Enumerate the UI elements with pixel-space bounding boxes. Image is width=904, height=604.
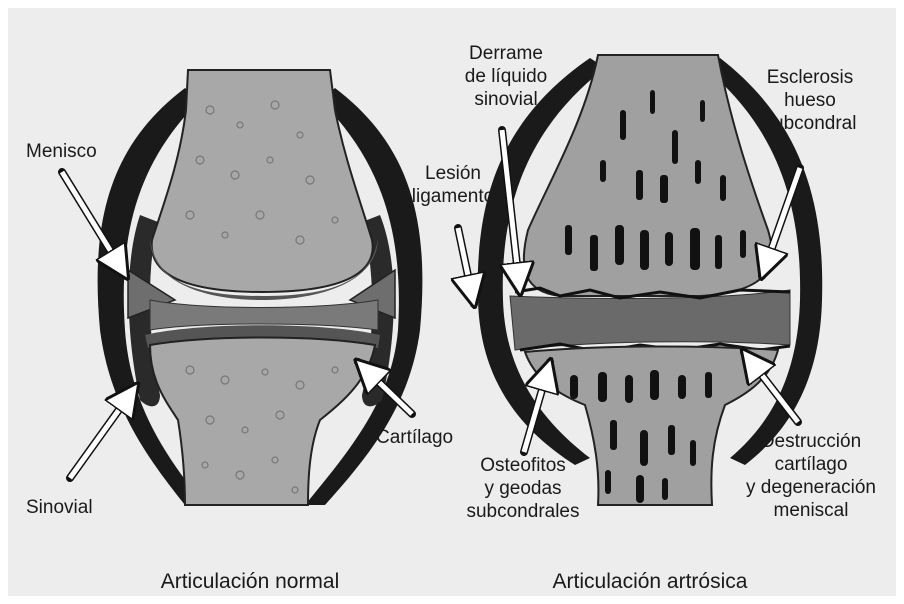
caption-normal: Articulación normal <box>120 570 380 593</box>
arrow-sinovial-fill <box>70 386 136 478</box>
label-esclerosis: Esclerosis hueso subcondral <box>745 66 875 135</box>
arthritic-joint-space <box>510 290 790 350</box>
caption-artrosica: Articulación artrósica <box>520 570 780 593</box>
label-cartilago: Cartílago <box>376 426 453 449</box>
normal-joint <box>62 70 422 505</box>
label-sinovial: Sinovial <box>26 496 93 519</box>
label-osteofitos: Osteofitos y geodas subcondrales <box>448 454 598 523</box>
arrow-esclerosis-fill <box>762 168 800 276</box>
label-lesion: Lesión ligamento <box>400 162 506 208</box>
label-destruccion: Destrucción cartílago y degeneración men… <box>736 430 886 522</box>
label-derrame: Derrame de líquido sinovial <box>436 42 576 111</box>
label-menisco: Menisco <box>26 140 97 163</box>
arrow-lesion-fill <box>458 228 474 304</box>
